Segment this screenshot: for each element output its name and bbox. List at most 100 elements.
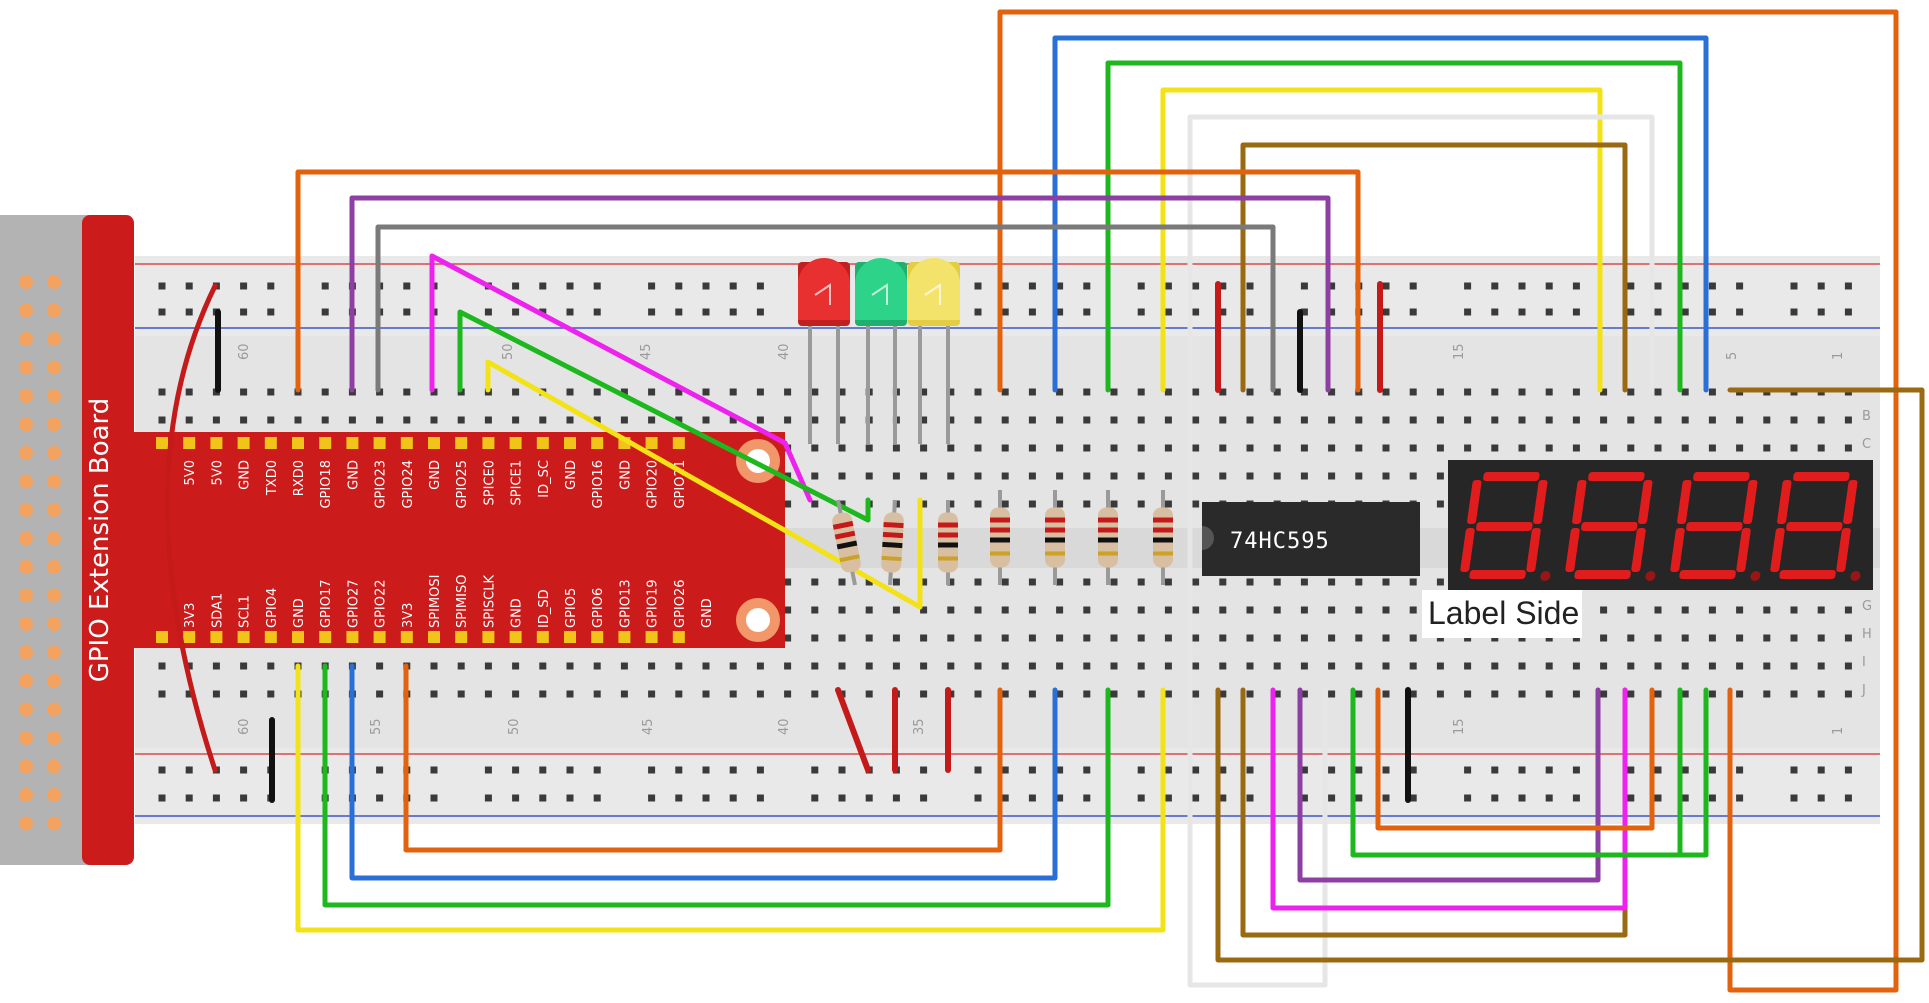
resistor[interactable] [938,500,958,585]
gpio-top-pin-label: GND [238,460,253,490]
power-rail-hole [1219,794,1227,802]
wire-orange-spimosi[interactable] [403,663,1003,853]
breadboard-hole [1328,472,1336,480]
wire-orange-gpio18[interactable] [295,169,1361,393]
wire-purple-bottom[interactable] [1297,687,1601,883]
wire-white-display-top[interactable] [1187,114,1655,988]
breadboard-hole [1110,690,1118,698]
resistors [831,490,1173,586]
resistor[interactable] [1153,490,1173,585]
gpio-pin-top [373,437,386,449]
breadboard-hole [1137,578,1145,586]
power-rail-hole [1056,766,1064,774]
wire-brown-display-top[interactable] [1240,142,1628,393]
wire-green-spice0[interactable] [457,309,871,523]
seven-segment-display[interactable] [1448,460,1875,590]
breadboard-hole [1409,472,1417,480]
breadboard-hole [1736,444,1744,452]
shift-register-chip[interactable]: 74HC595 [1202,502,1420,576]
breadboard-hole [811,690,819,698]
breadboard-hole [348,416,356,424]
wire-orange-bottom[interactable] [1375,687,1655,831]
jumper-red-mid-1[interactable] [835,687,871,773]
gpio-top-pin-label: ID_SC [537,460,552,498]
power-rail-hole [566,282,574,290]
wire-blue-display[interactable] [1052,35,1709,393]
breadboard-hole [1763,634,1771,642]
breadboard-hole [1464,388,1472,396]
resistor[interactable] [831,499,862,586]
breadboard-hole [376,690,384,698]
breadboard-hole [1001,416,1009,424]
column-number-50-top: 50 [501,343,516,360]
wire-gray-gpio24[interactable] [375,224,1276,393]
power-rail-hole [1817,766,1825,774]
wire-yellow-display[interactable] [1160,87,1603,393]
segment [1469,570,1526,579]
breadboard-hole [947,472,955,480]
breadboard-hole [1001,690,1009,698]
led-red[interactable] [798,258,850,444]
column-number-1-top: 1 [1831,352,1846,360]
breadboard-hole [1083,388,1091,396]
power-rail-hole [185,794,193,802]
breadboard-hole [1083,472,1091,480]
wire-brown-bottom[interactable] [1215,387,1925,963]
breadboard-hole [1056,662,1064,670]
wire-green-gpio27[interactable] [322,663,1111,908]
breadboard-hole [158,416,166,424]
breadboard-hole [729,388,737,396]
wire-magenta-gpio25[interactable] [429,253,813,503]
wire-magenta-bottom[interactable] [1270,687,1628,911]
gpio-pin-bottom [210,631,223,643]
power-rail-hole [1572,766,1580,774]
breadboard-hole [1790,416,1798,424]
power-rail-hole [1028,794,1036,802]
power-rail-hole [1300,794,1308,802]
resistor[interactable] [881,499,904,586]
wire-orange-display-outer[interactable] [997,9,1899,993]
wire-green-bottom[interactable] [1350,687,1709,858]
wire-purple-gpio23[interactable] [349,195,1331,393]
power-rail-hole [1083,766,1091,774]
breadboard-hole [1001,444,1009,452]
resistor[interactable] [1098,490,1118,585]
breadboard-hole [1246,634,1254,642]
breadboard-hole [1246,416,1254,424]
breadboard-hole [1736,690,1744,698]
led-green[interactable] [855,258,907,444]
power-rail-hole [484,308,492,316]
wire-blue-gpio22[interactable] [349,663,1058,881]
power-rail-hole [376,766,384,774]
resistor[interactable] [1045,490,1065,585]
breadboard-hole [1110,444,1118,452]
breadboard-hole [1001,500,1009,508]
gpio-pin-bottom [319,631,332,643]
led-yellow[interactable] [908,258,960,444]
gpio-pin-bottom [482,631,495,643]
power-rail-hole [1219,308,1227,316]
breadboard-hole [185,416,193,424]
wire-yellow-spice1[interactable] [485,359,923,610]
cable-pin [47,702,61,717]
cable-pin [19,417,33,432]
breadboard-hole [566,690,574,698]
resistor[interactable] [990,490,1010,585]
segment [1574,570,1631,579]
breadboard-hole [1083,662,1091,670]
jumper-red-left-top[interactable] [165,283,218,773]
power-rail-hole [648,794,656,802]
cable-pin [47,360,61,375]
breadboard-hole [1328,416,1336,424]
power-rail-hole [1300,766,1308,774]
wire-yellow-gpio17[interactable] [295,663,1166,933]
breadboard-hole [1246,578,1254,586]
breadboard-hole [784,690,792,698]
power-rail-hole [1409,308,1417,316]
breadboard-hole [620,690,628,698]
breadboard-hole [1300,634,1308,642]
breadboard-hole [1001,662,1009,670]
power-rail-hole [756,308,764,316]
power-rail-hole [1708,794,1716,802]
